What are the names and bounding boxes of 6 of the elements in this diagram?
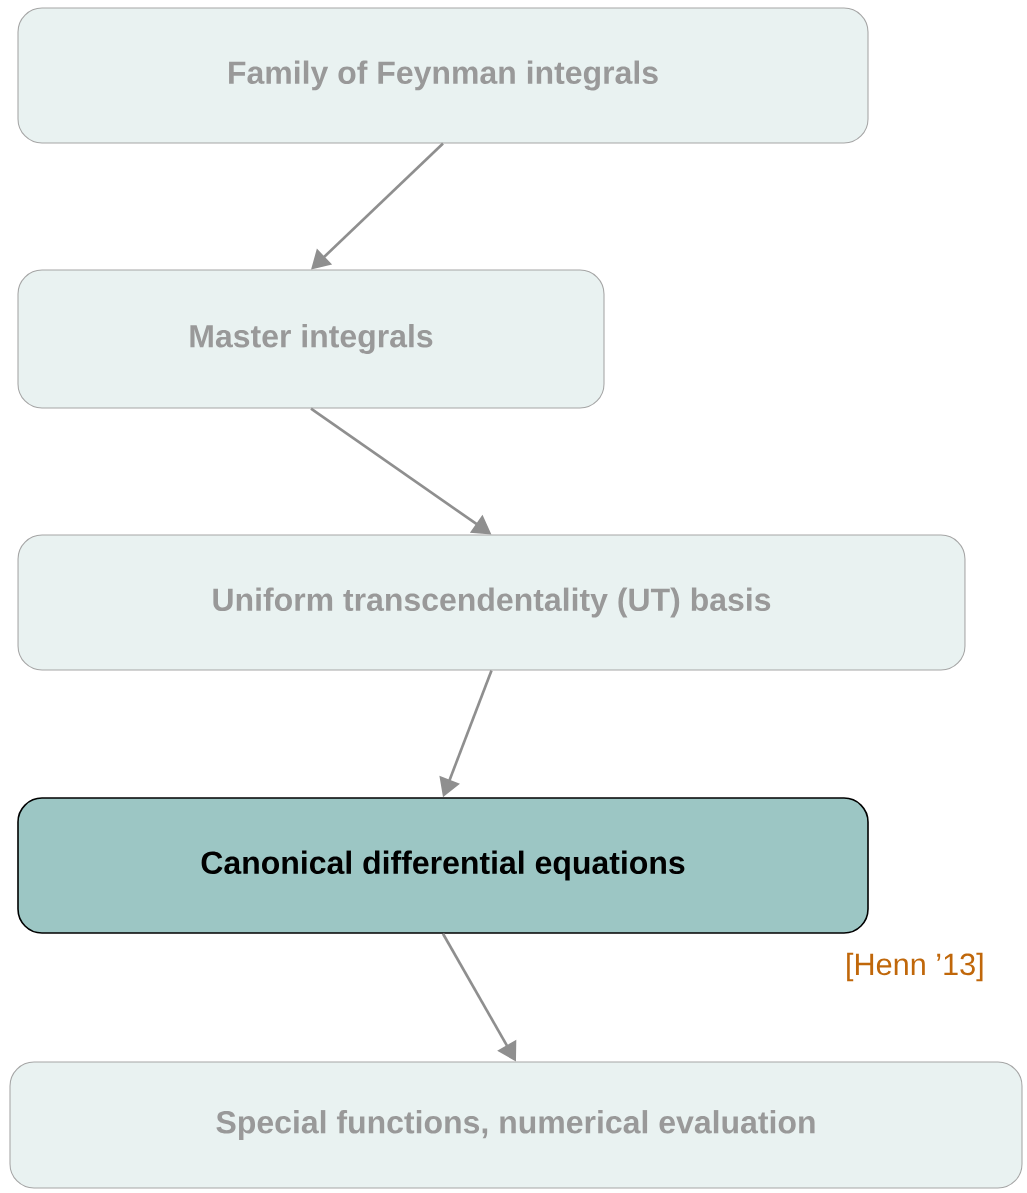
process-box: Uniform transcendentality (UT) basis [17,534,966,671]
process-box: Family of Feynman integrals [17,7,869,144]
process-box: Master integrals [17,269,605,409]
reference-label: [Henn ’13] [847,952,983,982]
process-box: Special functions, numerical evaluation [9,1061,1023,1189]
highlighted-box: Canonical differential equations [17,797,869,934]
